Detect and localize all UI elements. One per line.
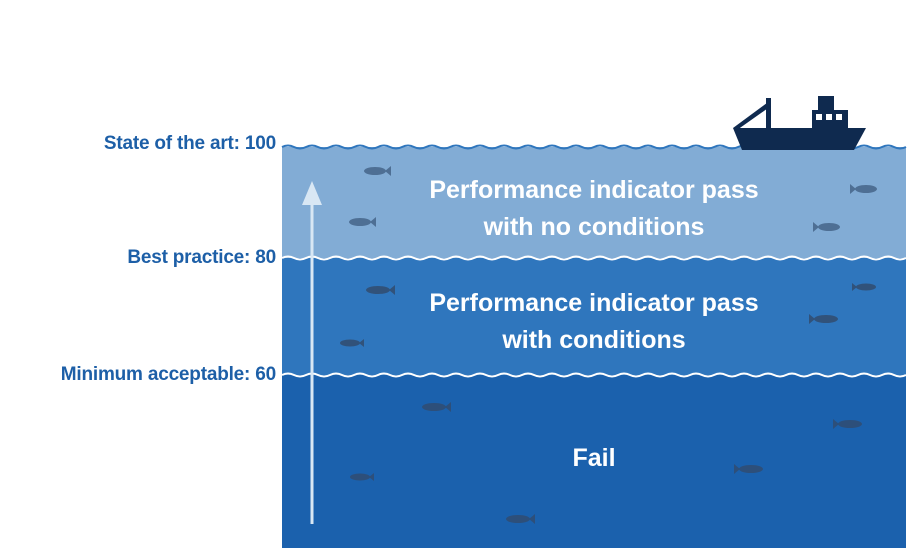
band-label-line: Fail [572, 444, 616, 472]
level-label-state-of-the-art: State of the art: 100 [103, 133, 276, 154]
fish-icon [366, 285, 395, 295]
fish-icon [506, 514, 535, 524]
fish-icon [364, 166, 391, 176]
band-label-line: with conditions [502, 326, 686, 354]
band-label-pass-with-conditions: Performance indicator pass with conditio… [282, 285, 906, 359]
fish-icon [349, 217, 376, 227]
band-fail [282, 375, 906, 548]
band-label-pass-no-conditions: Performance indicator pass with no condi… [282, 172, 906, 246]
fish-icon [809, 314, 838, 324]
band-label-line: with no conditions [483, 213, 705, 241]
fish-icon [340, 339, 364, 347]
wave-line-60 [281, 372, 907, 378]
level-label-best-practice: Best practice: 80 [127, 247, 276, 268]
fish-icon [852, 283, 876, 291]
band-pass-no-conditions [282, 147, 906, 258]
band-pass-with-conditions [282, 258, 906, 375]
fish-icon [813, 222, 840, 232]
fish-icon [350, 473, 374, 481]
upward-arrow-icon [302, 181, 322, 524]
fish-icon [850, 184, 877, 194]
fish-icon [734, 464, 763, 474]
fish-icon [422, 402, 451, 412]
wave-line-80 [281, 255, 907, 261]
band-label-line: Performance indicator pass [429, 176, 759, 204]
level-label-minimum-acceptable: Minimum acceptable: 60 [60, 364, 276, 385]
fish-icon [833, 419, 862, 429]
fishing-boat-icon [733, 96, 866, 150]
band-label-line: Performance indicator pass [429, 289, 759, 317]
band-label-fail: Fail [282, 440, 906, 477]
